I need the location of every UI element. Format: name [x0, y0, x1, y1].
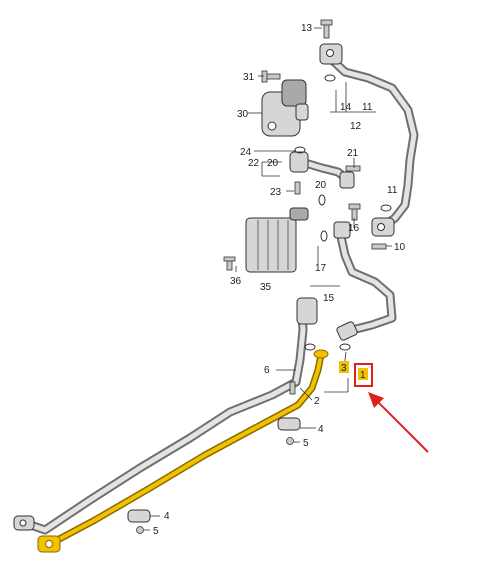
callout-1[interactable]: 1	[360, 370, 366, 381]
hose-end-connector	[13, 515, 35, 531]
return-hose-11	[325, 53, 419, 230]
bolt-10	[371, 243, 387, 250]
bolt-23	[294, 181, 301, 195]
callout-22: 22	[248, 158, 260, 169]
flange-hole	[45, 540, 53, 548]
bolt-36	[223, 256, 236, 271]
callout-24: 24	[240, 147, 252, 158]
bolt-16	[348, 203, 361, 221]
upper-hose-flange	[319, 43, 343, 65]
clamp-4-upper	[277, 417, 301, 431]
leader-lines	[144, 27, 392, 531]
pipe-top-fitting	[313, 349, 329, 359]
bolt-21	[345, 165, 361, 172]
callout-6: 6	[264, 365, 270, 376]
callout-30: 30	[237, 109, 249, 120]
o-ring-20	[318, 194, 326, 206]
nut-5-lower	[136, 526, 144, 534]
callout-10: 10	[394, 242, 406, 253]
bolt-31	[261, 70, 281, 83]
callout-2: 2	[314, 396, 320, 407]
callout-5-lower: 5	[153, 526, 159, 537]
callout-15: 15	[323, 293, 335, 304]
callout-23: 23	[270, 187, 282, 198]
marker-box	[354, 363, 373, 387]
lower-hose-6	[17, 377, 301, 535]
highlight-marker	[354, 363, 429, 453]
o-ring-24	[294, 146, 306, 154]
callout-35: 35	[260, 282, 272, 293]
o-ring-upper	[304, 343, 316, 351]
cooler-hose-15	[333, 221, 397, 341]
thermostat-hose-20	[289, 151, 355, 189]
arrow-head-icon	[368, 392, 384, 408]
label-1-bg	[358, 368, 368, 380]
marker-arrow	[375, 399, 429, 453]
bolt-13	[320, 19, 333, 39]
callout-14: 14	[340, 102, 352, 113]
o-ring-14	[324, 74, 336, 82]
callout-4-lower: 4	[164, 511, 170, 522]
bolt-2	[289, 381, 296, 395]
callout-17: 17	[315, 263, 327, 274]
callout-13: 13	[301, 23, 313, 34]
right-hose-flange	[371, 217, 395, 237]
callout-4-upper: 4	[318, 424, 324, 435]
o-ring-3	[339, 343, 351, 351]
coolant-housing-30	[261, 79, 309, 137]
o-ring-17	[320, 230, 328, 242]
oil-cooler-35	[245, 207, 309, 273]
coolant-pipe-1-highlighted[interactable]	[37, 349, 329, 553]
callout-21: 21	[347, 148, 359, 159]
nut-5-upper	[286, 437, 294, 445]
callout-labels: 13 31 30 14 11 12 24 22 20 23 21 20 11 1…	[153, 23, 406, 537]
o-ring-11	[380, 204, 392, 212]
callout-20-right: 20	[315, 180, 327, 191]
hose-bracket	[296, 297, 318, 325]
callout-5-upper: 5	[303, 438, 309, 449]
callout-31: 31	[243, 72, 255, 83]
callout-20-left: 20	[267, 158, 279, 169]
callout-11-right: 11	[387, 185, 398, 196]
clamp-4-lower	[127, 509, 151, 523]
label-3-bg	[339, 361, 349, 373]
callout-3: 3	[341, 363, 347, 374]
callout-12: 12	[350, 121, 362, 132]
callout-36: 36	[230, 276, 242, 287]
callout-16: 16	[348, 223, 360, 234]
callout-11-top: 11	[362, 102, 373, 113]
